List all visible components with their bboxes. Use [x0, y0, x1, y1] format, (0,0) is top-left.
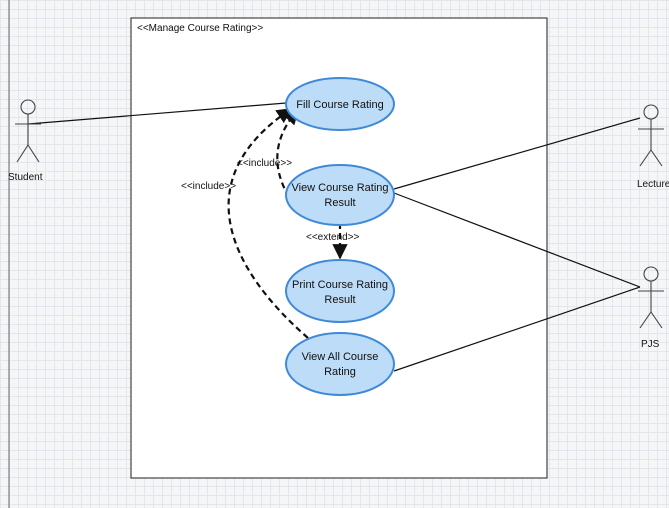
association-student-fill[interactable]	[27, 102, 287, 125]
use-case-fill-course-rating-label: Fill Course Rating	[296, 99, 383, 111]
use-case-view-all-line2: Rating	[324, 366, 356, 378]
association-view-result-pjs[interactable]	[393, 192, 641, 288]
include-view-all-to-fill[interactable]	[227, 108, 309, 339]
association-view-all-pjs[interactable]	[393, 286, 641, 372]
actor-lecturer[interactable]	[638, 104, 664, 167]
include-label-left: <<include>>	[181, 181, 236, 192]
use-case-view-all-course-rating[interactable]	[285, 332, 395, 396]
actor-student-label: Student	[8, 172, 43, 183]
use-case-print-result-line1: Print Course Rating	[292, 279, 388, 291]
use-case-view-course-rating-result[interactable]	[285, 164, 395, 226]
use-case-view-result-line2: Result	[324, 197, 355, 209]
use-case-view-all-line1: View All Course	[302, 351, 379, 363]
use-case-fill-course-rating[interactable]	[285, 77, 395, 131]
system-boundary-label: <<Manage Course Rating>>	[137, 23, 263, 34]
pjs-head-icon	[643, 266, 659, 282]
actor-lecturer-label: Lecturer	[637, 179, 669, 190]
actor-pjs-label: PJS	[641, 339, 660, 350]
use-case-print-course-rating-result[interactable]	[285, 259, 395, 323]
include-view-result-to-fill[interactable]	[276, 108, 300, 198]
association-view-result-lecturer[interactable]	[393, 117, 641, 190]
actor-student[interactable]	[15, 99, 41, 163]
actor-pjs[interactable]	[638, 266, 664, 329]
use-case-view-result-line1: View Course Rating	[291, 182, 388, 194]
include-label-middle: <<include>>	[237, 158, 292, 169]
extend-label: <<extend>>	[306, 232, 360, 243]
use-case-print-result-line2: Result	[324, 294, 355, 306]
student-head-icon	[20, 99, 36, 115]
lecturer-head-icon	[643, 104, 659, 120]
